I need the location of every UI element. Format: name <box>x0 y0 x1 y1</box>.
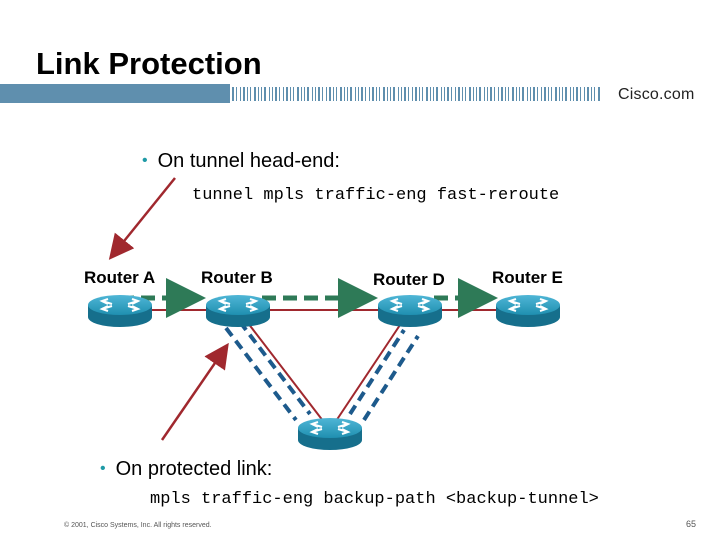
backup-tunnel <box>224 320 420 422</box>
router-b-icon <box>205 294 271 328</box>
router-a-icon <box>87 294 153 328</box>
router-d-icon <box>377 294 443 328</box>
pointer-arrow-to-router-a <box>108 177 176 260</box>
link-c-d <box>329 309 411 431</box>
bullet-tunnel-head-end: • On tunnel head-end: <box>142 150 340 173</box>
slide-title: Link Protection <box>36 46 262 81</box>
link-b-c <box>237 309 331 431</box>
bullet-text: On protected link: <box>115 458 273 480</box>
copyright-footer: © 2001, Cisco Systems, Inc. All rights r… <box>64 522 212 529</box>
bullet-protected-link: • On protected link: <box>100 458 272 481</box>
router-e-icon <box>495 294 561 328</box>
router-e-label: Router E <box>492 268 563 287</box>
router-c-icon <box>297 417 363 451</box>
page-number: 65 <box>686 519 697 529</box>
cisco-logo-text: Cisco.com <box>618 86 695 103</box>
router-d-label: Router D <box>373 270 445 289</box>
command-backup-path: mpls traffic-eng backup-path <backup-tun… <box>150 490 599 509</box>
bullet-text: On tunnel head-end: <box>157 150 340 172</box>
bullet-dot-icon: • <box>142 152 148 169</box>
header-bar <box>0 84 600 103</box>
command-fast-reroute: tunnel mpls traffic-eng fast-reroute <box>192 186 560 205</box>
pointer-arrow-to-protected-link <box>160 342 229 441</box>
router-b-label: Router B <box>201 268 273 287</box>
bullet-dot-icon: • <box>100 460 106 477</box>
router-a-label: Router A <box>84 268 156 287</box>
